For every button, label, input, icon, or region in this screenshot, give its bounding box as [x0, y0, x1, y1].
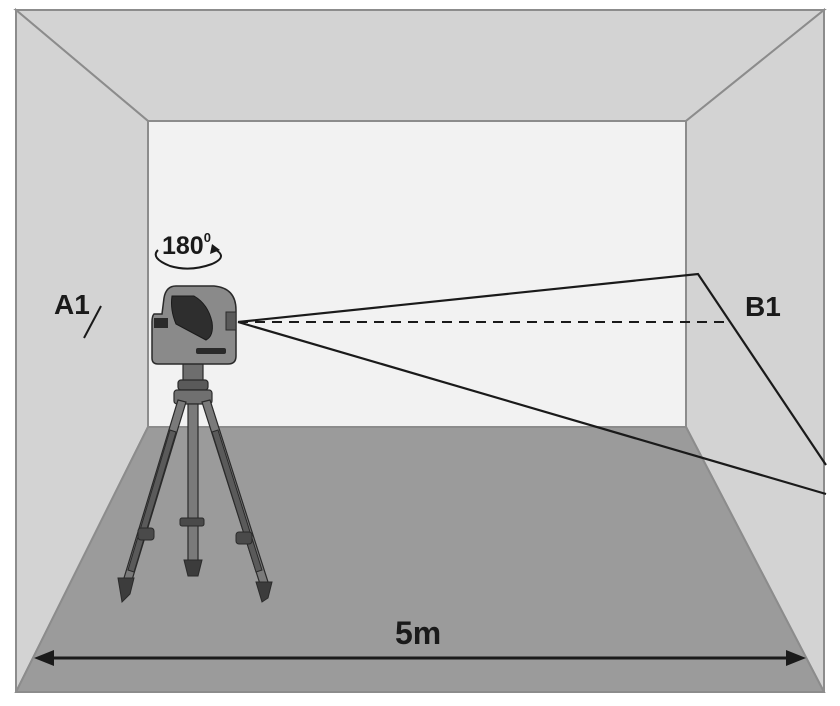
laser-level-device	[151, 285, 237, 365]
rotation-value: 180	[162, 232, 204, 260]
rotation-degree-mark: 0	[204, 230, 211, 245]
rotation-arrow-icon	[154, 244, 222, 270]
point-a1-mark	[83, 305, 102, 339]
tripod	[117, 361, 273, 604]
point-a1-label: A1	[54, 289, 90, 320]
laser-beam-lower	[237, 320, 827, 496]
ceiling	[13, 9, 827, 122]
back-wall	[147, 120, 687, 428]
rotation-label: 1800	[162, 230, 211, 260]
laser-beam-upper	[237, 272, 827, 466]
distance-dimension-arrow	[34, 650, 806, 666]
point-b1-label: B1	[745, 291, 781, 322]
distance-label: 5m	[395, 615, 441, 651]
